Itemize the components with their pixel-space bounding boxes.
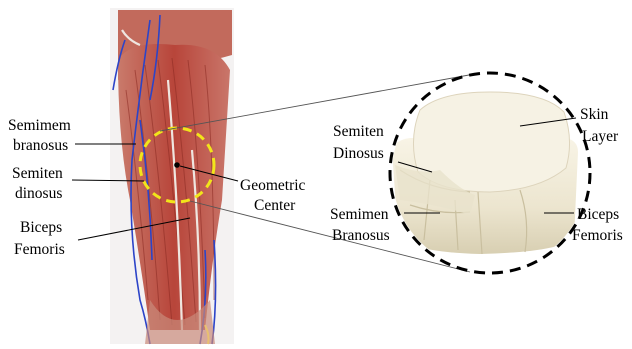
label-semimembranosus-right-line1: Semimen (330, 206, 389, 223)
label-skin-layer-line1: Skin (580, 106, 609, 123)
label-semimembranosus-left-line2: branosus (13, 137, 68, 154)
label-biceps-femoris-left-line2: Femoris (14, 241, 65, 258)
label-skin-layer-line2: Layer (582, 128, 619, 145)
label-biceps-femoris-left-line1: Biceps (20, 219, 62, 236)
label-geometric-center-line2: Center (254, 197, 296, 214)
label-geometric-center-line1: Geometric (240, 177, 306, 194)
label-semimembranosus-left-line1: Semimem (8, 117, 71, 134)
label-biceps-femoris-right-line1: Biceps (577, 206, 619, 223)
label-semitendinosus-left-line1: Semiten (12, 165, 63, 182)
geometric-center-dot (174, 162, 180, 168)
label-semimembranosus-right-line2: Branosus (332, 227, 390, 244)
label-biceps-femoris-right-line2: Femoris (572, 227, 623, 244)
label-semitendinosus-left-line2: dinosus (15, 185, 62, 202)
label-semitendinosus-right-line2: Dinosus (333, 145, 384, 162)
label-semitendinosus-right-line1: Semiten (333, 123, 384, 140)
thigh-illustration (110, 8, 234, 344)
